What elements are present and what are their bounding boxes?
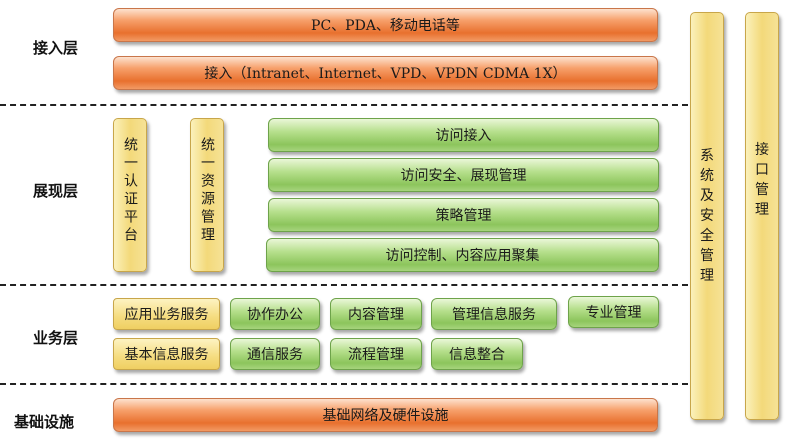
- access-devices-label: PC、PDA、移动电话等: [311, 18, 460, 34]
- interface-char: 口: [755, 162, 769, 178]
- security-char: 理: [700, 268, 714, 284]
- app-service-label: 应用业务服务: [124, 307, 209, 323]
- auth-platform-box: 统一认证平台: [113, 118, 147, 272]
- resource-mgmt-box: 统一资源管理: [190, 118, 224, 272]
- interface-char: 理: [755, 202, 769, 218]
- infrastructure-box: 基础网络及硬件设施: [113, 398, 658, 432]
- content-mgmt-box: 内容管理: [330, 298, 422, 330]
- collab-office-box: 协作办公: [230, 298, 320, 330]
- module-control-label: 访问控制、内容应用聚集: [385, 248, 540, 264]
- access-connect-box: 接入（Intranet、Internet、VPD、VPDN CDMA 1X）: [113, 56, 658, 90]
- content-mgmt-label: 内容管理: [348, 307, 404, 323]
- pro-mgmt-box: 专业管理: [568, 296, 659, 328]
- layer-label-access: 接入层: [33, 39, 79, 57]
- security-char: 管: [700, 248, 714, 264]
- basic-info-label: 基本信息服务: [124, 347, 209, 363]
- security-char: 全: [700, 228, 714, 244]
- resource-mgmt-label: 统一资源管理: [199, 137, 215, 245]
- access-connect-label: 接入（Intranet、Internet、VPD、VPDN CDMA 1X）: [204, 66, 567, 82]
- comm-service-box: 通信服务: [230, 338, 320, 370]
- interface-mgmt-column: 接 口 管 理: [745, 12, 779, 420]
- infrastructure-label: 基础网络及硬件设施: [322, 408, 449, 424]
- security-mgmt-column: 系 统 及 安 全 管 理: [690, 12, 724, 420]
- app-service-box: 应用业务服务: [113, 298, 220, 330]
- module-security-box: 访问安全、展现管理: [268, 158, 659, 192]
- security-char: 安: [700, 208, 714, 224]
- security-char: 系: [700, 148, 714, 164]
- security-char: 统: [700, 168, 714, 184]
- separator-presentation-business: [0, 284, 688, 286]
- basic-info-box: 基本信息服务: [113, 338, 220, 370]
- layer-label-presentation: 展现层: [33, 182, 79, 200]
- module-policy-label: 策略管理: [435, 208, 492, 224]
- layer-label-infrastructure: 基础设施: [14, 413, 75, 431]
- separator-access-presentation: [0, 104, 688, 106]
- comm-service-label: 通信服务: [247, 347, 303, 363]
- pro-mgmt-label: 专业管理: [585, 305, 642, 321]
- mis-service-box: 管理信息服务: [431, 298, 557, 330]
- mis-service-label: 管理信息服务: [452, 307, 536, 323]
- interface-char: 接: [755, 142, 769, 158]
- module-policy-box: 策略管理: [268, 198, 659, 232]
- module-access-box: 访问接入: [268, 118, 659, 152]
- auth-platform-label: 统一认证平台: [122, 137, 138, 245]
- collab-office-label: 协作办公: [247, 307, 303, 323]
- module-control-box: 访问控制、内容应用聚集: [266, 238, 659, 272]
- interface-char: 管: [755, 182, 769, 198]
- process-mgmt-box: 流程管理: [330, 338, 422, 370]
- access-devices-box: PC、PDA、移动电话等: [113, 8, 658, 42]
- module-access-label: 访问接入: [435, 128, 492, 144]
- process-mgmt-label: 流程管理: [348, 347, 404, 363]
- module-security-label: 访问安全、展现管理: [400, 168, 527, 184]
- info-integration-label: 信息整合: [449, 347, 505, 363]
- layer-label-business: 业务层: [33, 329, 79, 347]
- security-char: 及: [700, 188, 714, 204]
- separator-business-infrastructure: [0, 383, 688, 385]
- info-integration-box: 信息整合: [431, 338, 523, 370]
